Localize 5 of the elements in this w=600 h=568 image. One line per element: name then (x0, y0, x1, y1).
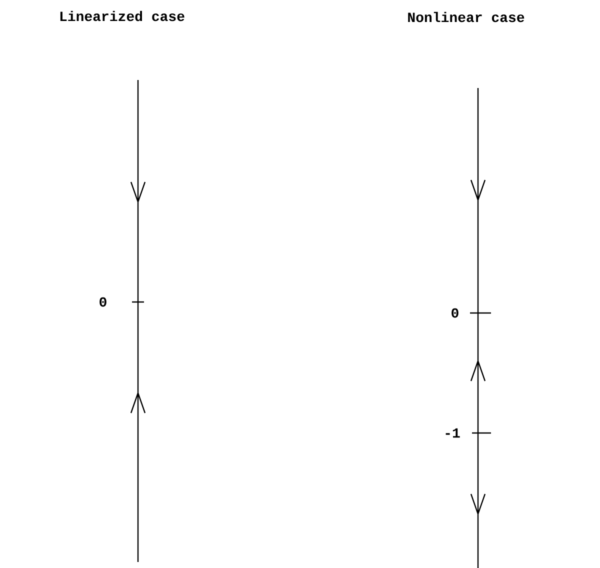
axis-label: 0 (452, 308, 458, 318)
heading: Nonlinear case (408, 12, 524, 22)
axis-label: -1 (446, 428, 460, 438)
axis-label: 0 (100, 297, 106, 307)
heading: Linearized case (60, 10, 184, 22)
